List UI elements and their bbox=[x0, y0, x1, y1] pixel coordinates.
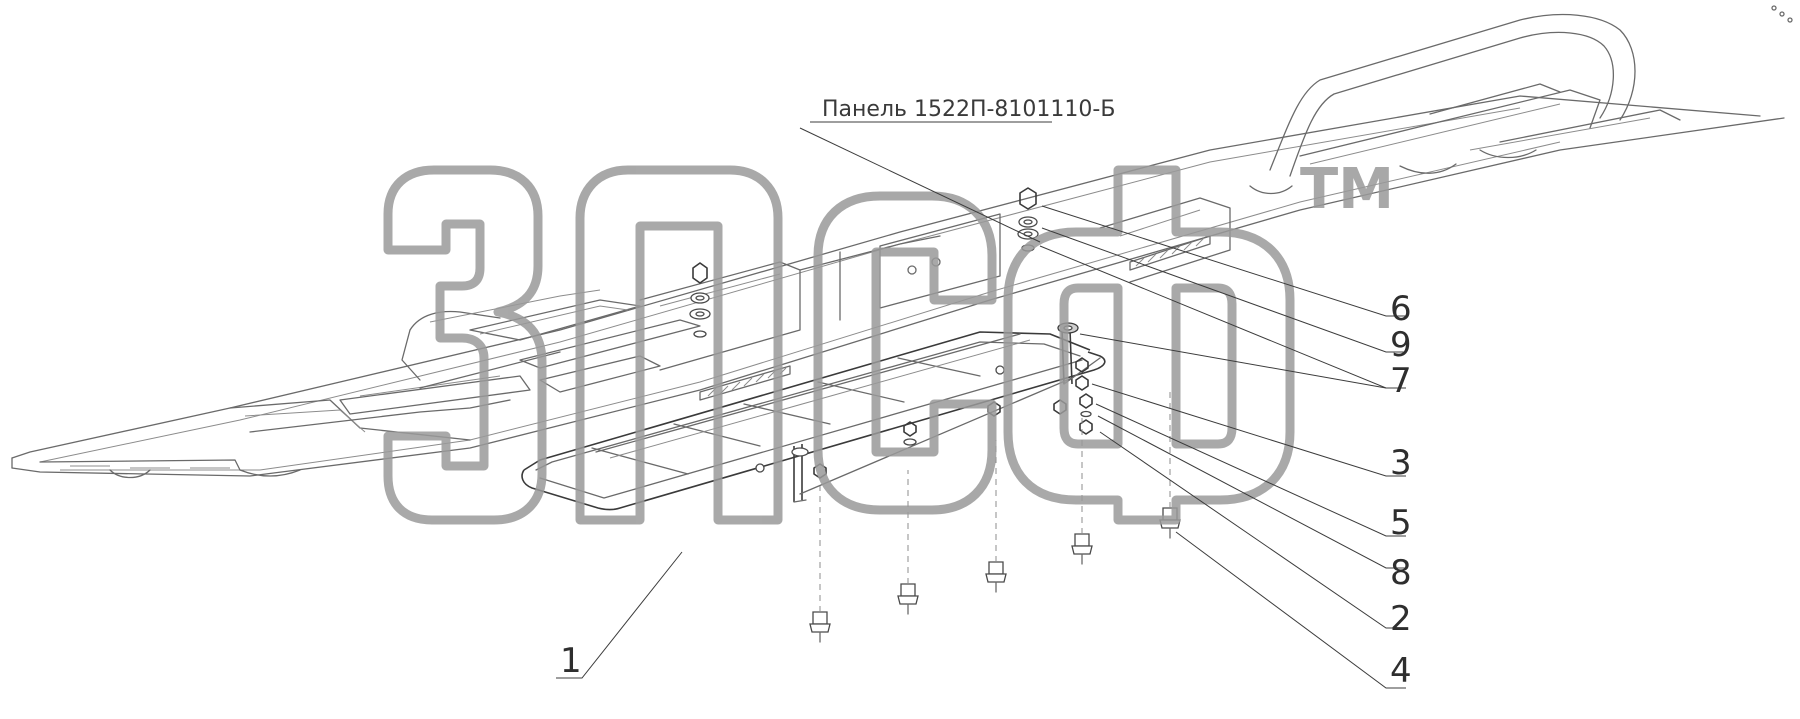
callout-8: 8 bbox=[1390, 553, 1412, 593]
corner-mark bbox=[1771, 5, 1793, 23]
panel-fasteners-left bbox=[689, 262, 711, 338]
watermark-logo: TM bbox=[383, 157, 1394, 525]
watermark-letter-3 bbox=[813, 191, 997, 515]
callout-2: 2 bbox=[1390, 599, 1412, 639]
leader-lines bbox=[556, 121, 1406, 689]
watermark-letter-4 bbox=[1003, 165, 1295, 525]
screw-bolts bbox=[809, 392, 1181, 643]
callout-6: 6 bbox=[1390, 289, 1412, 329]
floor-mat-tray bbox=[521, 329, 1106, 511]
watermark-letter-2 bbox=[575, 165, 783, 525]
callout-4: 4 bbox=[1390, 651, 1412, 691]
callout-5: 5 bbox=[1390, 503, 1412, 543]
watermark-letter-1 bbox=[383, 165, 547, 525]
callout-9: 9 bbox=[1390, 325, 1412, 365]
callout-1: 1 bbox=[560, 641, 582, 681]
panel-assembly-outline bbox=[11, 13, 1785, 479]
callout-7: 7 bbox=[1390, 361, 1412, 401]
watermark-trademark: TM bbox=[1300, 157, 1394, 222]
callout-3: 3 bbox=[1390, 443, 1412, 483]
panel-label: Панель 1522П-8101110-Б bbox=[822, 97, 1115, 122]
